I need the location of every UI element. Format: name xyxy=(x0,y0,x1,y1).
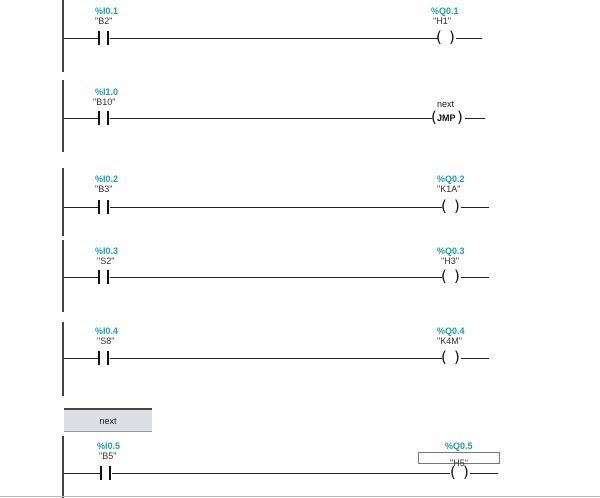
contact-address: %I0.3 xyxy=(95,246,119,256)
contact-address: %I1.0 xyxy=(95,87,119,97)
coil-address: %Q0.5 xyxy=(445,441,473,451)
coil-tag: "H3" xyxy=(441,256,459,266)
network-3[interactable]: %I0.2 "B3" %Q0.2 "K1A" () xyxy=(0,168,600,242)
power-rail xyxy=(62,240,64,312)
contact-address: %I0.4 xyxy=(95,326,119,336)
coil-tag: "K4M" xyxy=(437,336,462,346)
rung-wire xyxy=(461,358,489,359)
contact-address: %I0.5 xyxy=(97,441,121,451)
contact-tag: "B3" xyxy=(95,184,113,194)
coil-tag-selected[interactable]: "H5" xyxy=(418,452,500,468)
rung-wire xyxy=(465,118,485,119)
network-5[interactable]: %I0.4 "S8" %Q0.4 "K4M" () xyxy=(0,320,600,400)
contact-tag: "S2" xyxy=(97,256,115,266)
contact-tag: "B5" xyxy=(99,451,117,461)
rung-wire xyxy=(461,277,489,278)
rung-wire xyxy=(461,207,489,208)
jump-coil-icon[interactable]: ( JMP ) xyxy=(431,108,463,126)
rung-wire xyxy=(456,38,482,39)
coil-address: %Q0.1 xyxy=(431,6,459,16)
rung-wire xyxy=(110,277,442,278)
rung-wire xyxy=(64,207,98,208)
contact-tag: "B2" xyxy=(95,16,113,26)
rung-wire xyxy=(64,277,98,278)
contact-address: %I0.2 xyxy=(95,174,119,184)
power-rail xyxy=(62,322,64,396)
no-contact-icon[interactable] xyxy=(98,31,112,45)
rung-wire xyxy=(110,358,442,359)
output-coil-icon[interactable]: () xyxy=(450,463,469,481)
rung-wire xyxy=(110,38,438,39)
contact-tag: "B10" xyxy=(93,97,116,107)
jump-target-label: next xyxy=(437,99,455,109)
contact-address: %I0.1 xyxy=(95,6,119,16)
rung-wire xyxy=(110,118,432,119)
network-4[interactable]: %I0.3 "S2" %Q0.3 "H3" () xyxy=(0,238,600,318)
output-coil-icon[interactable]: () xyxy=(436,28,455,46)
coil-address: %Q0.4 xyxy=(437,326,465,336)
no-contact-icon[interactable] xyxy=(98,111,112,125)
rung-wire xyxy=(112,473,450,474)
network-1[interactable]: %I0.1 "B2" %Q0.1 "H1" () xyxy=(0,0,600,80)
jump-coil-label: JMP xyxy=(437,113,456,123)
network-6[interactable]: %I0.5 "B5" %Q0.5 "H5" () xyxy=(0,432,600,498)
no-contact-icon[interactable] xyxy=(98,200,112,214)
rung-wire xyxy=(64,38,98,39)
power-rail xyxy=(62,168,64,236)
output-coil-icon[interactable]: () xyxy=(441,348,460,366)
no-contact-icon[interactable] xyxy=(98,270,112,284)
power-rail xyxy=(62,436,64,498)
rung-wire xyxy=(110,207,442,208)
rung-wire xyxy=(470,473,498,474)
network-2[interactable]: %I1.0 "B10" next ( JMP ) xyxy=(0,80,600,160)
output-coil-icon[interactable]: () xyxy=(441,267,460,285)
coil-tag: "K1A" xyxy=(437,184,461,194)
no-contact-icon[interactable] xyxy=(98,351,112,365)
rung-wire xyxy=(64,118,98,119)
no-contact-icon[interactable] xyxy=(100,466,114,480)
output-coil-icon[interactable]: () xyxy=(441,197,460,215)
coil-tag: "H1" xyxy=(433,16,451,26)
coil-address: %Q0.2 xyxy=(437,174,465,184)
coil-address: %Q0.3 xyxy=(437,246,465,256)
contact-tag: "S8" xyxy=(97,336,115,346)
power-rail xyxy=(62,0,64,72)
rung-wire xyxy=(64,358,98,359)
coil-tag: "H5" xyxy=(450,458,468,468)
rung-wire xyxy=(64,473,100,474)
jump-label-next[interactable]: next xyxy=(64,408,152,432)
power-rail xyxy=(62,80,64,152)
editor-bottom-border xyxy=(0,496,600,497)
